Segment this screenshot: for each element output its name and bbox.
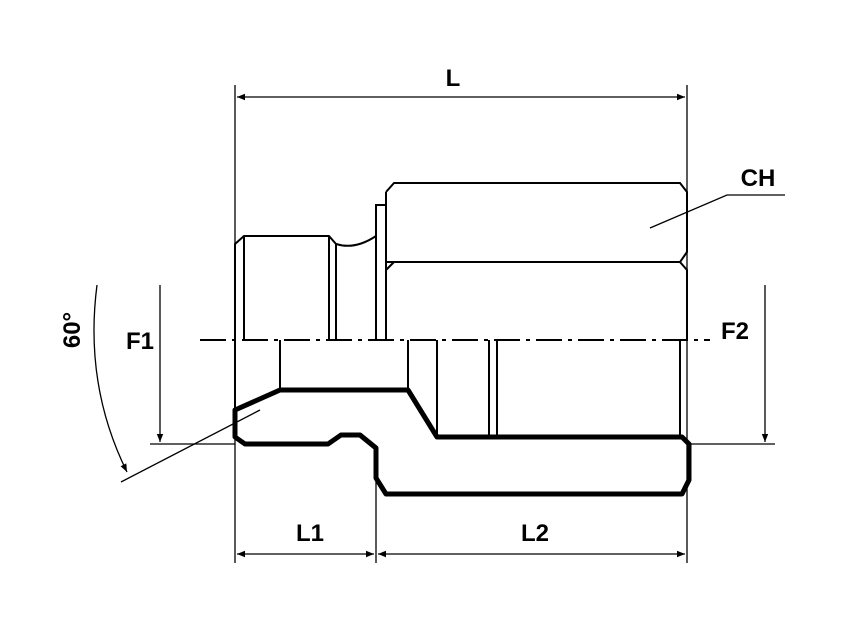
label-F1: F1	[126, 328, 154, 355]
cut-section	[232, 387, 692, 497]
label-L: L	[446, 65, 461, 92]
label-CH: CH	[741, 165, 776, 192]
fitting-outline	[234, 182, 688, 340]
label-L1: L1	[296, 520, 324, 547]
label-F2: F2	[721, 318, 749, 345]
label-L2: L2	[521, 520, 549, 547]
label-angle: 60°	[59, 312, 86, 348]
angle-leader	[120, 409, 261, 483]
angle-arc	[93, 284, 128, 473]
leader-CH	[649, 194, 785, 229]
inner-bore	[234, 340, 681, 437]
